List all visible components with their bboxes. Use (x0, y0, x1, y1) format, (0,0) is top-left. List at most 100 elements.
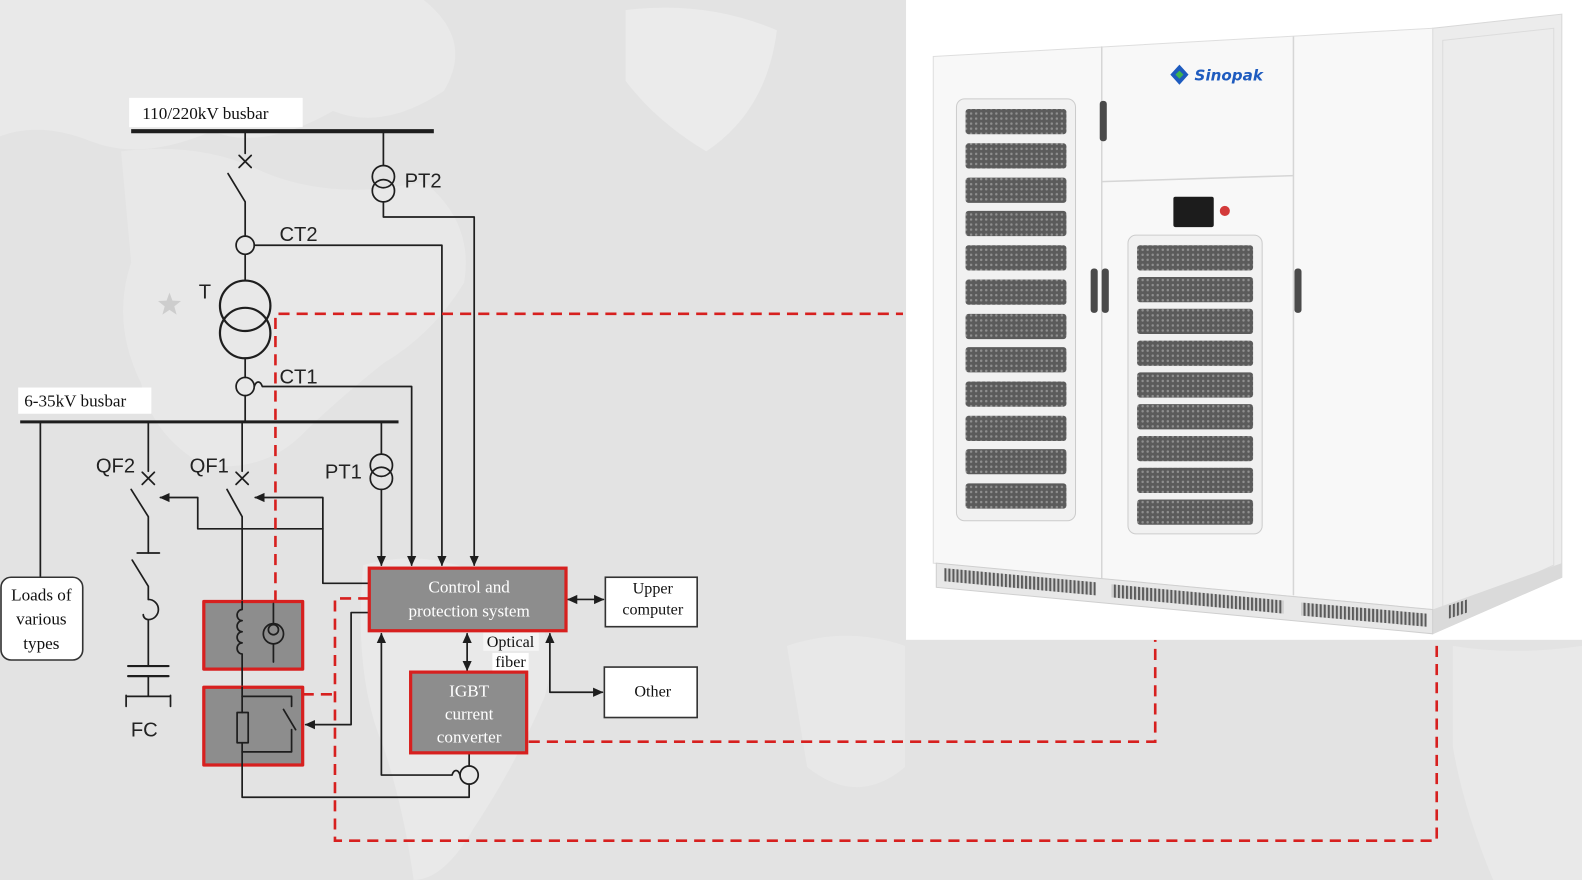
star-icon (157, 292, 182, 315)
pt1-symbol (369, 420, 394, 491)
cabinet-side-panel (1432, 13, 1563, 635)
filter-module-box (202, 599, 305, 671)
sinopak-logo-text: Sinopak (1195, 67, 1264, 85)
igbt-to-cabinet-dash (528, 639, 1157, 744)
igbt-box-line-2: current (445, 705, 494, 724)
filter-coil (236, 600, 244, 670)
other-box (603, 666, 698, 719)
optical-fiber-line-2: fiber (495, 654, 526, 671)
ct1-signal-line (253, 381, 417, 567)
busbar-110-220kv-label: 110/220kV busbar (142, 104, 268, 123)
qf1-breaker (226, 471, 250, 603)
vent-slot (965, 143, 1067, 169)
vent-slot (1137, 308, 1254, 335)
fiber-label-bg (492, 652, 529, 672)
map-landmass-america (121, 148, 466, 467)
vent-slot (965, 449, 1067, 475)
middle-door-vent-slots (1137, 245, 1254, 525)
loads-box-line-2: various (16, 610, 67, 629)
vent-slot (965, 347, 1067, 373)
upper-computer-box (604, 576, 698, 628)
emergency-stop-button (1219, 205, 1230, 216)
busbar-110-220kv-label-bg (129, 97, 303, 128)
cabinet-control-screen (1173, 196, 1214, 228)
upper-computer: Upper computer (604, 576, 698, 628)
loads-box (0, 576, 84, 661)
cabinet-illustration: Sinopak (932, 13, 1563, 635)
filter-sensor-outer (262, 622, 285, 645)
pt1-coil-bottom (369, 466, 394, 491)
middle-door-handle-left (1090, 268, 1098, 313)
middle-door-handle-right (1101, 268, 1109, 313)
sinopak-logo: Sinopak (1170, 64, 1264, 85)
control-protection-system: Control and protection system (367, 566, 568, 633)
control-box (367, 566, 568, 633)
vent-slot (965, 313, 1067, 340)
vent-slot (1137, 277, 1254, 303)
vent-slot (965, 245, 1067, 271)
optical-fiber-label: Optical fiber (483, 632, 539, 672)
vent-slot (1137, 372, 1254, 398)
loads-box-line-1: Loads of (11, 585, 72, 604)
igbt-current-converter: IGBT current converter (409, 670, 529, 755)
transformer-t-primary (218, 279, 272, 333)
base-grill-left (944, 568, 1096, 596)
pt1-coil-top (369, 453, 394, 478)
pt2-symbol (371, 130, 396, 203)
vent-slot (1137, 404, 1254, 430)
transformer-to-cabinet-dash (274, 312, 903, 602)
pt2-label: PT2 (405, 171, 442, 193)
optical-label-bg (483, 632, 539, 651)
control-signal-lines (159, 492, 605, 776)
right-door-handle (1294, 268, 1302, 313)
product-photo: Sinopak (906, 0, 1582, 640)
sinopak-logo-icon-inner (1175, 70, 1184, 79)
bypass-switch (241, 695, 297, 753)
upper-computer-line-1: Upper (633, 580, 674, 597)
vent-slot (965, 279, 1067, 305)
map-landmass-greenland (625, 7, 777, 152)
left-door-handle (1099, 100, 1107, 142)
cabinet-side-door-outline (1442, 27, 1555, 617)
component-labels: PT2 CT2 T CT1 QF2 QF1 PT1 FC (96, 171, 442, 742)
map-landmass-north (0, 0, 456, 150)
loads-box-line-3: types (23, 634, 60, 653)
igbt-box-line-1: IGBT (449, 681, 490, 700)
vent-slot (965, 483, 1067, 509)
fc-ground (125, 675, 172, 708)
busbar-6-35kv-label: 6-35kV busbar (24, 392, 126, 411)
pt1-label: PT1 (325, 461, 362, 483)
pt2-coil-top (371, 164, 396, 189)
transformer-t-label: T (199, 282, 211, 304)
cabinet-side-grill (1448, 599, 1467, 619)
return-line (241, 764, 471, 799)
vent-slot (965, 108, 1067, 135)
qf1-label: QF1 (190, 455, 229, 477)
control-box-line-1: Control and (428, 577, 510, 596)
vent-slot (965, 415, 1067, 442)
base-grill-middle (1111, 584, 1284, 614)
vent-slot (965, 210, 1067, 237)
pt2-signal-line (382, 200, 479, 567)
igbt-box-line-3: converter (437, 728, 502, 747)
cabinet-top-panel-seam (1101, 174, 1294, 183)
vent-slot (1137, 435, 1254, 462)
qf2-label: QF2 (96, 455, 135, 477)
ct1-label: CT1 (279, 366, 317, 388)
fc-disconnector (131, 552, 161, 601)
map-landmass-east (786, 635, 906, 788)
bypass-switch-control-line (304, 611, 371, 730)
fc-reactor (142, 598, 160, 667)
qf2-breaker (130, 471, 156, 554)
loads-branch: Loads of various types (0, 420, 84, 661)
fc-label: FC (131, 720, 158, 742)
switch-resistor-module-box (202, 685, 305, 767)
control-box-line-2: protection system (408, 602, 530, 621)
map-landmass-southeast (1452, 645, 1582, 880)
measurement-signal-lines (253, 200, 479, 567)
disconnector-switch (227, 154, 253, 238)
left-door-vent-frame (955, 98, 1077, 522)
ct2-label: CT2 (279, 224, 317, 246)
igbt-box (409, 670, 529, 755)
